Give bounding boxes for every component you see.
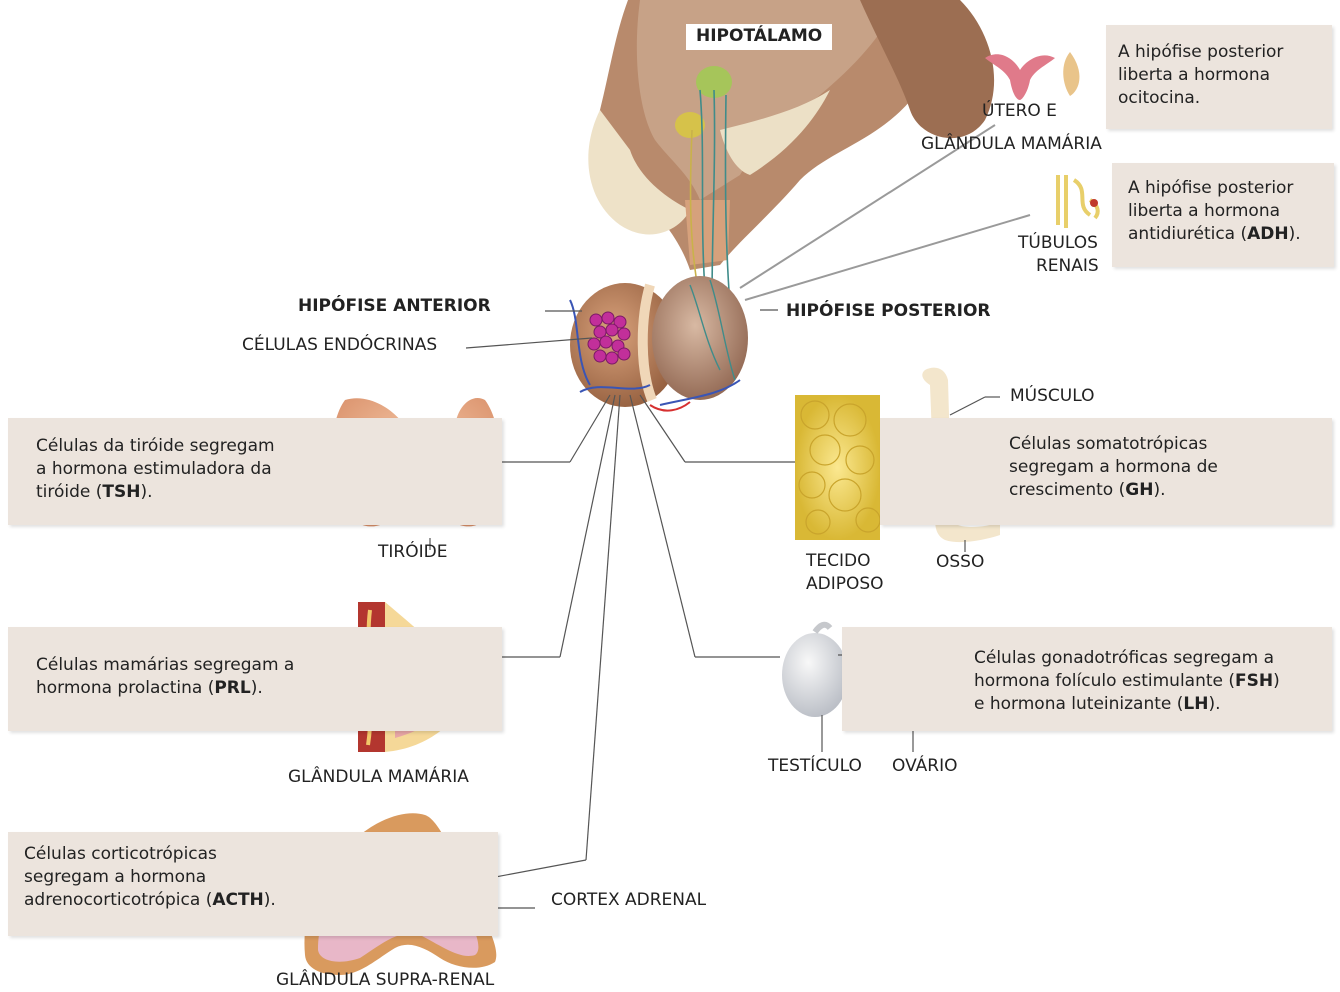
adipose-label-line1: TECIDO — [806, 551, 870, 571]
adrenal-cortex-label: CORTEX ADRENAL — [551, 890, 706, 910]
adrenal-gland-label: GLÂNDULA SUPRA-RENAL — [276, 970, 494, 990]
acth-line-2: segregam a hormona — [24, 866, 276, 889]
oxytocin-line-3: ocitocina. — [1118, 87, 1283, 110]
anterior-pituitary-label: HIPÓFISE ANTERIOR — [298, 296, 491, 316]
tubules-label: TÚBULOS — [1018, 233, 1098, 253]
hormone-prl: PRL — [214, 678, 250, 698]
uterus-label: ÚTERO E — [982, 101, 1057, 121]
hormone-lh: LH — [1183, 694, 1208, 714]
hormone-adh: ADH — [1247, 224, 1289, 244]
leader-lines — [430, 310, 1000, 908]
tsh-line-1: Células da tiróide segregam — [36, 435, 275, 458]
renal-label: RENAIS — [1036, 256, 1099, 276]
thyroid-label: TIRÓIDE — [378, 542, 447, 562]
bone-label: OSSO — [936, 552, 984, 572]
ovary-label: OVÁRIO — [892, 756, 957, 776]
endocrine-cells-label: CÉLULAS ENDÓCRINAS — [242, 335, 437, 355]
gh-line-3: crescimento (GH). — [1009, 479, 1218, 502]
hypothalamus-label: HIPOTÁLAMO — [686, 24, 832, 50]
hormone-gh: GH — [1125, 480, 1153, 500]
prl-line-1: Células mamárias segregam a — [36, 654, 294, 677]
tsh-line-3: tiróide (TSH). — [36, 481, 275, 504]
muscle-label: MÚSCULO — [1010, 386, 1094, 406]
fsh-lh-line-1: Células gonadotróficas segregam a — [974, 647, 1280, 670]
gh-line-2: segregam a hormona de — [1009, 456, 1218, 479]
gh-text: Células somatotrópicas segregam a hormon… — [1009, 433, 1218, 502]
prl-text: Células mamárias segregam a hormona prol… — [36, 654, 294, 700]
fsh-lh-line-3: e hormona luteinizante (LH). — [974, 693, 1280, 716]
hormone-fsh: FSH — [1235, 671, 1273, 691]
tsh-text: Células da tiróide segregam a hormona es… — [36, 435, 275, 504]
mammary-gland-label: GLÂNDULA MAMÁRIA — [288, 767, 469, 787]
fsh-lh-text: Células gonadotróficas segregam a hormon… — [974, 647, 1280, 716]
mammary-gland-label-top: GLÂNDULA MAMÁRIA — [921, 134, 1102, 154]
testis-label: TESTÍCULO — [768, 756, 862, 776]
acth-line-3: adrenocorticotrópica (ACTH). — [24, 889, 276, 912]
adipose-illustration — [795, 395, 880, 540]
posterior-pituitary-label: HIPÓFISE POSTERIOR — [786, 301, 991, 321]
prl-line-2: hormona prolactina (PRL). — [36, 677, 294, 700]
kidney-tubules-icon — [1058, 175, 1098, 228]
acth-text: Células corticotrópicas segregam a hormo… — [24, 843, 276, 912]
pituitary-illustration — [570, 276, 748, 411]
oxytocin-line-2: liberta a hormona — [1118, 64, 1283, 87]
hormone-acth: ACTH — [212, 890, 263, 910]
hormone-tsh: TSH — [102, 482, 140, 502]
adh-line-1: A hipófise posterior — [1128, 177, 1301, 200]
adipose-label-line2: ADIPOSO — [806, 574, 884, 594]
fsh-lh-line-2: hormona folículo estimulante (FSH) — [974, 670, 1280, 693]
gh-line-1: Células somatotrópicas — [1009, 433, 1218, 456]
tsh-line-2: a hormona estimuladora da — [36, 458, 275, 481]
uterus-icon — [985, 52, 1079, 100]
oxytocin-line-1: A hipófise posterior — [1118, 41, 1283, 64]
adh-text: A hipófise posterior liberta a hormona a… — [1128, 177, 1301, 246]
acth-line-1: Células corticotrópicas — [24, 843, 276, 866]
adh-line-2: liberta a hormona — [1128, 200, 1301, 223]
oxytocin-text: A hipófise posterior liberta a hormona o… — [1118, 41, 1283, 110]
adh-line-3: antidiurética (ADH). — [1128, 223, 1301, 246]
